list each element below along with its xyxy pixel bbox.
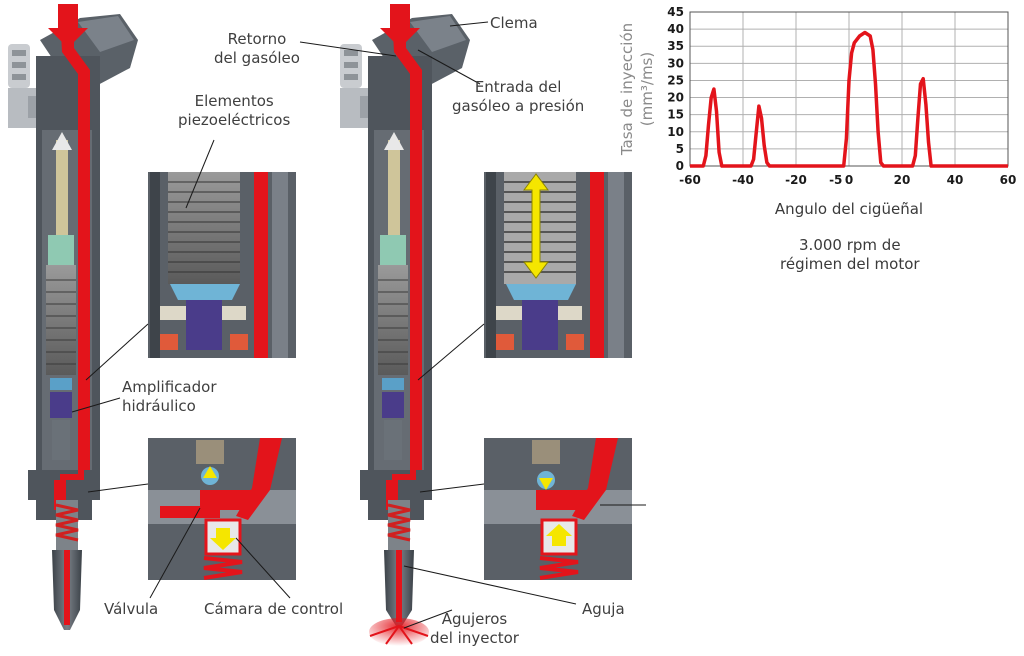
label-fuel-return-line1: Retorno: [227, 30, 287, 48]
label-hydraulic-amplifier: Amplificador hidráulico: [122, 378, 216, 416]
label-amplifier-line1: Amplificador: [122, 378, 217, 396]
label-inlet-line1: Entrada del: [474, 78, 562, 96]
label-clamp: Clema: [490, 14, 538, 32]
detail-valve-open: [484, 438, 632, 580]
label-holes-line1: Agujeros: [441, 610, 508, 628]
label-piezo-line2: piezoeléctricos: [178, 111, 291, 129]
label-injector-holes: Agujeros del inyector: [430, 610, 519, 648]
label-pressure-inlet: Entrada del gasóleo a presión: [452, 78, 584, 116]
detail-valve-closed: [148, 438, 296, 580]
label-fuel-return: Retorno del gasóleo: [214, 30, 300, 68]
label-amplifier-line2: hidráulico: [122, 397, 196, 415]
label-rpm-line1: 3.000 rpm de: [799, 236, 901, 254]
label-inlet-line2: gasóleo a presión: [452, 97, 585, 115]
injector-closed: [8, 4, 138, 630]
label-holes-line2: del inyector: [430, 629, 519, 647]
detail-piezo-closed: [148, 172, 296, 358]
label-valve: Válvula: [104, 600, 159, 618]
leader-lines: [71, 21, 646, 629]
injector-open: [340, 4, 470, 646]
detail-piezo-open: [484, 172, 632, 358]
label-piezo-line1: Elementos: [194, 92, 274, 110]
label-rpm-line2: régimen del motor: [780, 255, 920, 273]
label-fuel-return-line2: del gasóleo: [214, 49, 300, 67]
label-piezo-elements: Elementos piezoeléctricos: [178, 92, 290, 130]
label-needle: Aguja: [582, 600, 625, 618]
label-control-chamber: Cámara de control: [204, 600, 344, 618]
label-rpm-note: 3.000 rpm de régimen del motor: [780, 236, 920, 274]
